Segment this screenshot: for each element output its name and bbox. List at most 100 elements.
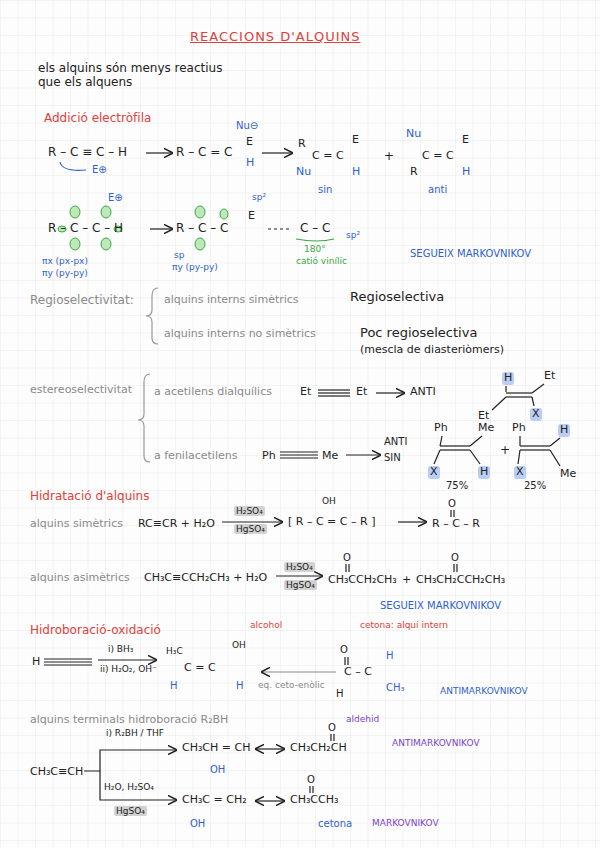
note-text: C = C	[422, 150, 454, 163]
note-text: 180°	[304, 244, 326, 254]
note-text: 75%	[446, 480, 468, 492]
note-text: Regioselectiva	[350, 290, 444, 305]
note-text: Et	[356, 386, 367, 399]
note-text: H	[32, 656, 40, 669]
note-text: CH₃CH = CH	[182, 742, 250, 755]
note-text: ANTI	[410, 386, 436, 399]
note-text: Nu	[406, 128, 421, 141]
note-text: R – C – R	[432, 518, 480, 531]
note-text: CH₃	[386, 682, 405, 694]
note-text: RC≡CR + H₂O	[138, 518, 215, 531]
note-text: E⊕	[108, 192, 123, 204]
note-text: O	[340, 644, 348, 656]
note-text: H₃C	[166, 646, 183, 656]
note-text: Et	[300, 386, 311, 399]
note-text: O	[343, 552, 351, 564]
note-text: πy (py-py)	[172, 262, 218, 272]
note-text: E	[352, 134, 359, 147]
note-text: CH₃CH₂CH	[290, 742, 347, 755]
note-text: alcohol	[250, 620, 282, 630]
note-text: Poc regioselectiva	[360, 326, 477, 341]
note-text: CH₃C = CH₂	[182, 794, 247, 807]
note-text: Me	[560, 468, 576, 481]
note-text: HgSO₄	[114, 806, 147, 816]
note-text: Ph	[512, 422, 526, 435]
note-text: Regioselectivitat:	[30, 294, 134, 308]
note-text: CH₃CCH₂CH₃	[328, 574, 397, 587]
note-text: C = C	[184, 662, 216, 675]
note-text: HgSO₄	[234, 524, 267, 534]
note-text: OH	[232, 640, 246, 650]
note-text: alquins interns simètrics	[164, 294, 299, 307]
note-text: SEGUEIX MARKOVNIKOV	[380, 600, 501, 612]
note-text: H	[336, 688, 344, 700]
note-text: H	[462, 166, 470, 179]
note-text: ANTI	[384, 436, 407, 448]
note-text: X	[514, 466, 526, 479]
note-text: R – C – C – H	[48, 222, 123, 236]
note-text: O	[451, 552, 459, 564]
page-title: REACCIONS D'ALQUINS	[190, 30, 361, 45]
note-text: Hidroboració-oxidació	[30, 624, 161, 638]
note-text: πx (px-px)	[42, 256, 88, 266]
note-text: E	[462, 134, 469, 147]
note-text: estereoselectivitat	[30, 384, 132, 397]
note-text: MARKOVNIKOV	[372, 818, 439, 828]
note-text: (mescla de diasteriòmers)	[360, 344, 504, 357]
note-text: Addició electròfila	[44, 112, 151, 126]
note-text: C = C	[312, 150, 344, 163]
note-text: Et	[544, 370, 555, 383]
note-text: CH₃C≡CH	[30, 766, 83, 779]
note-text: Nu⊖	[236, 120, 258, 132]
note-text: X	[530, 408, 542, 421]
note-text: +	[384, 150, 394, 164]
note-text: OH	[210, 764, 225, 776]
note-text: catió vinílic	[296, 256, 347, 266]
note-text: ANTIMARKOVNIKOV	[392, 738, 480, 748]
note-text: els alquins són menys reactius que els a…	[38, 62, 248, 90]
note-text: sp²	[346, 230, 360, 240]
note-text: HgSO₄	[284, 580, 317, 590]
note-text: H₂O, H₂SO₄	[104, 782, 154, 792]
note-text: 25%	[524, 480, 546, 492]
note-text: R – C – C	[176, 222, 228, 236]
note-text: H	[386, 650, 394, 662]
note-text: E⊕	[92, 164, 107, 176]
note-text: H	[170, 680, 178, 692]
note-text: H	[478, 466, 490, 479]
note-text: ANTIMARKOVNIKOV	[440, 686, 528, 696]
note-text: cetona: alquí intern	[360, 620, 448, 630]
note-text: i) R₂BH / THF	[106, 728, 164, 738]
note-text: i) BH₃	[108, 644, 133, 654]
note-text: OH	[190, 818, 205, 830]
note-text: +	[402, 574, 411, 587]
note-text: a fenilacetilens	[154, 450, 237, 463]
note-text: SIN	[384, 452, 401, 464]
note-text: aldehid	[346, 714, 379, 724]
note-text: Me	[322, 450, 338, 463]
note-text: R – C ≡ C – H	[48, 146, 127, 160]
note-text: O	[307, 774, 315, 786]
note-text: R	[298, 138, 306, 151]
note-text: C – C	[344, 666, 372, 679]
note-text: CH₃CH₂CCH₂CH₃	[416, 574, 505, 587]
note-text: H	[502, 372, 514, 385]
note-text: sp²	[252, 192, 266, 202]
note-text: E	[246, 136, 253, 149]
note-text: Hidratació d'alquins	[30, 490, 149, 504]
note-text: OH	[322, 496, 336, 506]
note-text: πy (py-py)	[42, 268, 88, 278]
note-text: X	[428, 466, 440, 479]
note-text: Nu	[296, 166, 311, 179]
note-text: H	[236, 680, 244, 692]
note-text: [ R – C = C – R ]	[288, 516, 375, 529]
note-text: ii) H₂O₂, OH⁻	[100, 664, 157, 674]
note-text: E	[248, 210, 255, 223]
note-text: alquins asimètrics	[30, 572, 130, 585]
note-text: H	[246, 157, 254, 170]
note-text: eq. ceto-enòlic	[258, 680, 325, 690]
note-text: Et	[478, 410, 489, 423]
note-text: H	[352, 166, 360, 179]
note-text: H₂SO₄	[234, 506, 265, 516]
